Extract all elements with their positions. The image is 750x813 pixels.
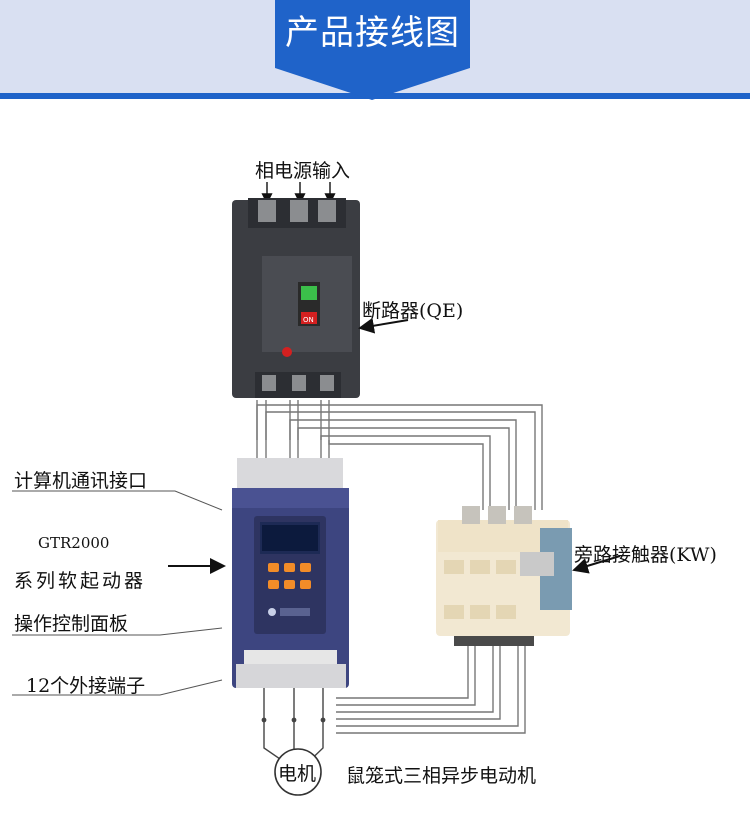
- pointer-arrows: [168, 317, 621, 574]
- page-title: 产品接线图: [285, 13, 460, 53]
- circuit-breaker: ON: [232, 198, 360, 398]
- contactor-wiring: [256, 404, 543, 734]
- callout-lines: [12, 490, 223, 696]
- motor-circle: [274, 748, 322, 796]
- wire-junctions: [261, 717, 326, 723]
- breaker-label: 断路器(QE): [362, 300, 464, 322]
- breaker-on-text: ON: [303, 316, 314, 324]
- bypass-contactor-label: 旁路接触器(KW): [574, 544, 717, 566]
- control-panel-label: 操作控制面板: [14, 613, 129, 635]
- breaker-to-starter-wires: [256, 400, 330, 460]
- soft-starter: [232, 458, 349, 688]
- bypass-contactor: [436, 506, 572, 646]
- motor-symbol-label: 电机: [278, 763, 317, 785]
- motor-description-label: 鼠笼式三相异步电动机: [346, 765, 537, 787]
- three-phase-input-label: 相电源输入: [255, 160, 351, 182]
- title-tab-pointer: [275, 68, 470, 100]
- computer-port-label: 计算机通讯接口: [14, 470, 148, 492]
- title-tab: [275, 0, 470, 68]
- model-label: GTR2000: [38, 534, 110, 552]
- soft-starter-label: 系列软起动器: [14, 570, 147, 592]
- terminals-label: 12个外接端子: [26, 675, 146, 697]
